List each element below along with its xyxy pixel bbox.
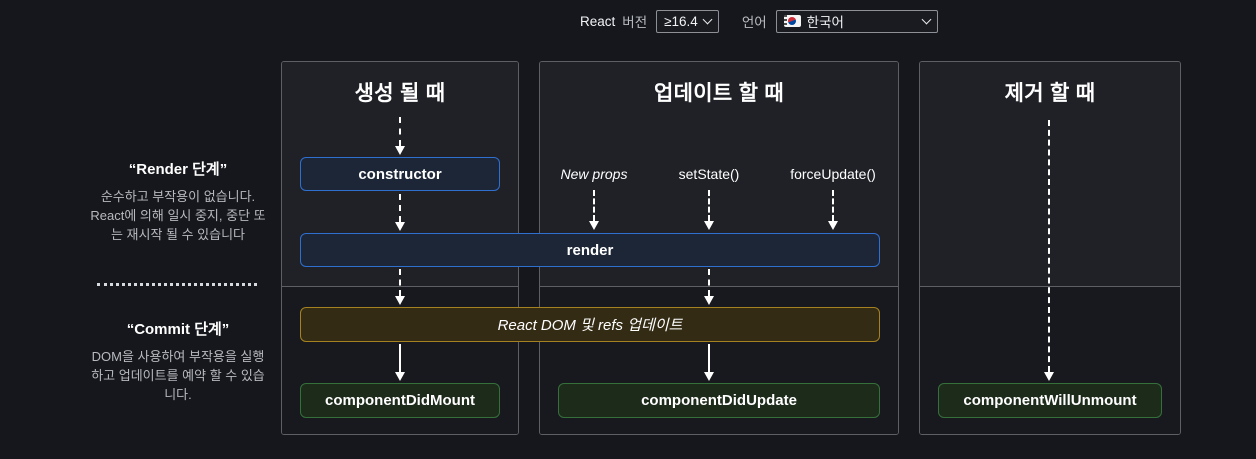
render-phase-note: “Render 단계” 순수하고 부작용이 없습니다. React에 의해 일시…	[88, 158, 268, 244]
arrow-mount-to-constructor	[395, 117, 405, 155]
commit-phase-description: DOM을 사용하여 부작용을 실행하고 업데이트를 예약 할 수 있습니다.	[91, 349, 265, 402]
trigger-new-props: New props	[560, 166, 628, 182]
arrow-force-update-to-render	[828, 190, 838, 230]
component-did-mount-node[interactable]: componentDidMount	[300, 383, 500, 418]
arrow-render-to-dom-update-update	[704, 269, 714, 305]
language-value: 한국어	[806, 15, 844, 30]
column-updating-title: 업데이트 할 때	[654, 82, 784, 105]
render-phase-description: 순수하고 부작용이 없습니다. React에 의해 일시 중지, 중단 또는 재…	[90, 189, 266, 242]
arrow-unmount-to-will-unmount	[1044, 120, 1054, 381]
arrow-constructor-to-render	[395, 194, 405, 231]
constructor-node[interactable]: constructor	[300, 157, 500, 191]
react-label: React	[580, 13, 616, 29]
render-phase-title: “Render 단계”	[128, 161, 228, 178]
component-did-update-node[interactable]: componentDidUpdate	[558, 383, 880, 418]
unmounting-render-phase-area: 제거 할 때	[920, 62, 1180, 287]
arrow-set-state-to-render	[704, 190, 714, 230]
trigger-set-state: setState()	[678, 166, 740, 182]
arrow-dom-update-to-did-mount	[395, 344, 405, 381]
arrow-dom-update-to-did-update	[704, 344, 714, 381]
react-version-value: ≥16.4	[664, 13, 698, 29]
commit-phase-note: “Commit 단계” DOM을 사용하여 부작용을 실행하고 업데이트를 예약…	[88, 318, 268, 404]
arrow-new-props-to-render	[589, 190, 599, 230]
chevron-down-icon	[921, 14, 932, 24]
render-node[interactable]: render	[300, 233, 880, 267]
language-label: 언어	[741, 15, 767, 30]
language-select[interactable]: 한국어	[775, 9, 938, 33]
settings-toolbar: React 버전 ≥16.4 언어 한국어	[580, 9, 938, 33]
react-version-select[interactable]: ≥16.4	[656, 9, 719, 33]
react-dom-update-node: React DOM 및 refs 업데이트	[300, 307, 880, 342]
version-label: 버전	[622, 15, 648, 30]
chevron-down-icon	[702, 14, 713, 24]
phase-divider-dotted-line	[97, 283, 257, 286]
component-will-unmount-node[interactable]: componentWillUnmount	[938, 383, 1162, 418]
column-mounting-title: 생성 될 때	[354, 82, 446, 105]
korean-flag-icon	[783, 15, 801, 27]
arrow-render-to-dom-update-mount	[395, 269, 405, 305]
commit-phase-title: “Commit 단계”	[126, 321, 230, 338]
column-unmounting-title: 제거 할 때	[1004, 82, 1096, 105]
trigger-force-update: forceUpdate()	[790, 166, 876, 182]
